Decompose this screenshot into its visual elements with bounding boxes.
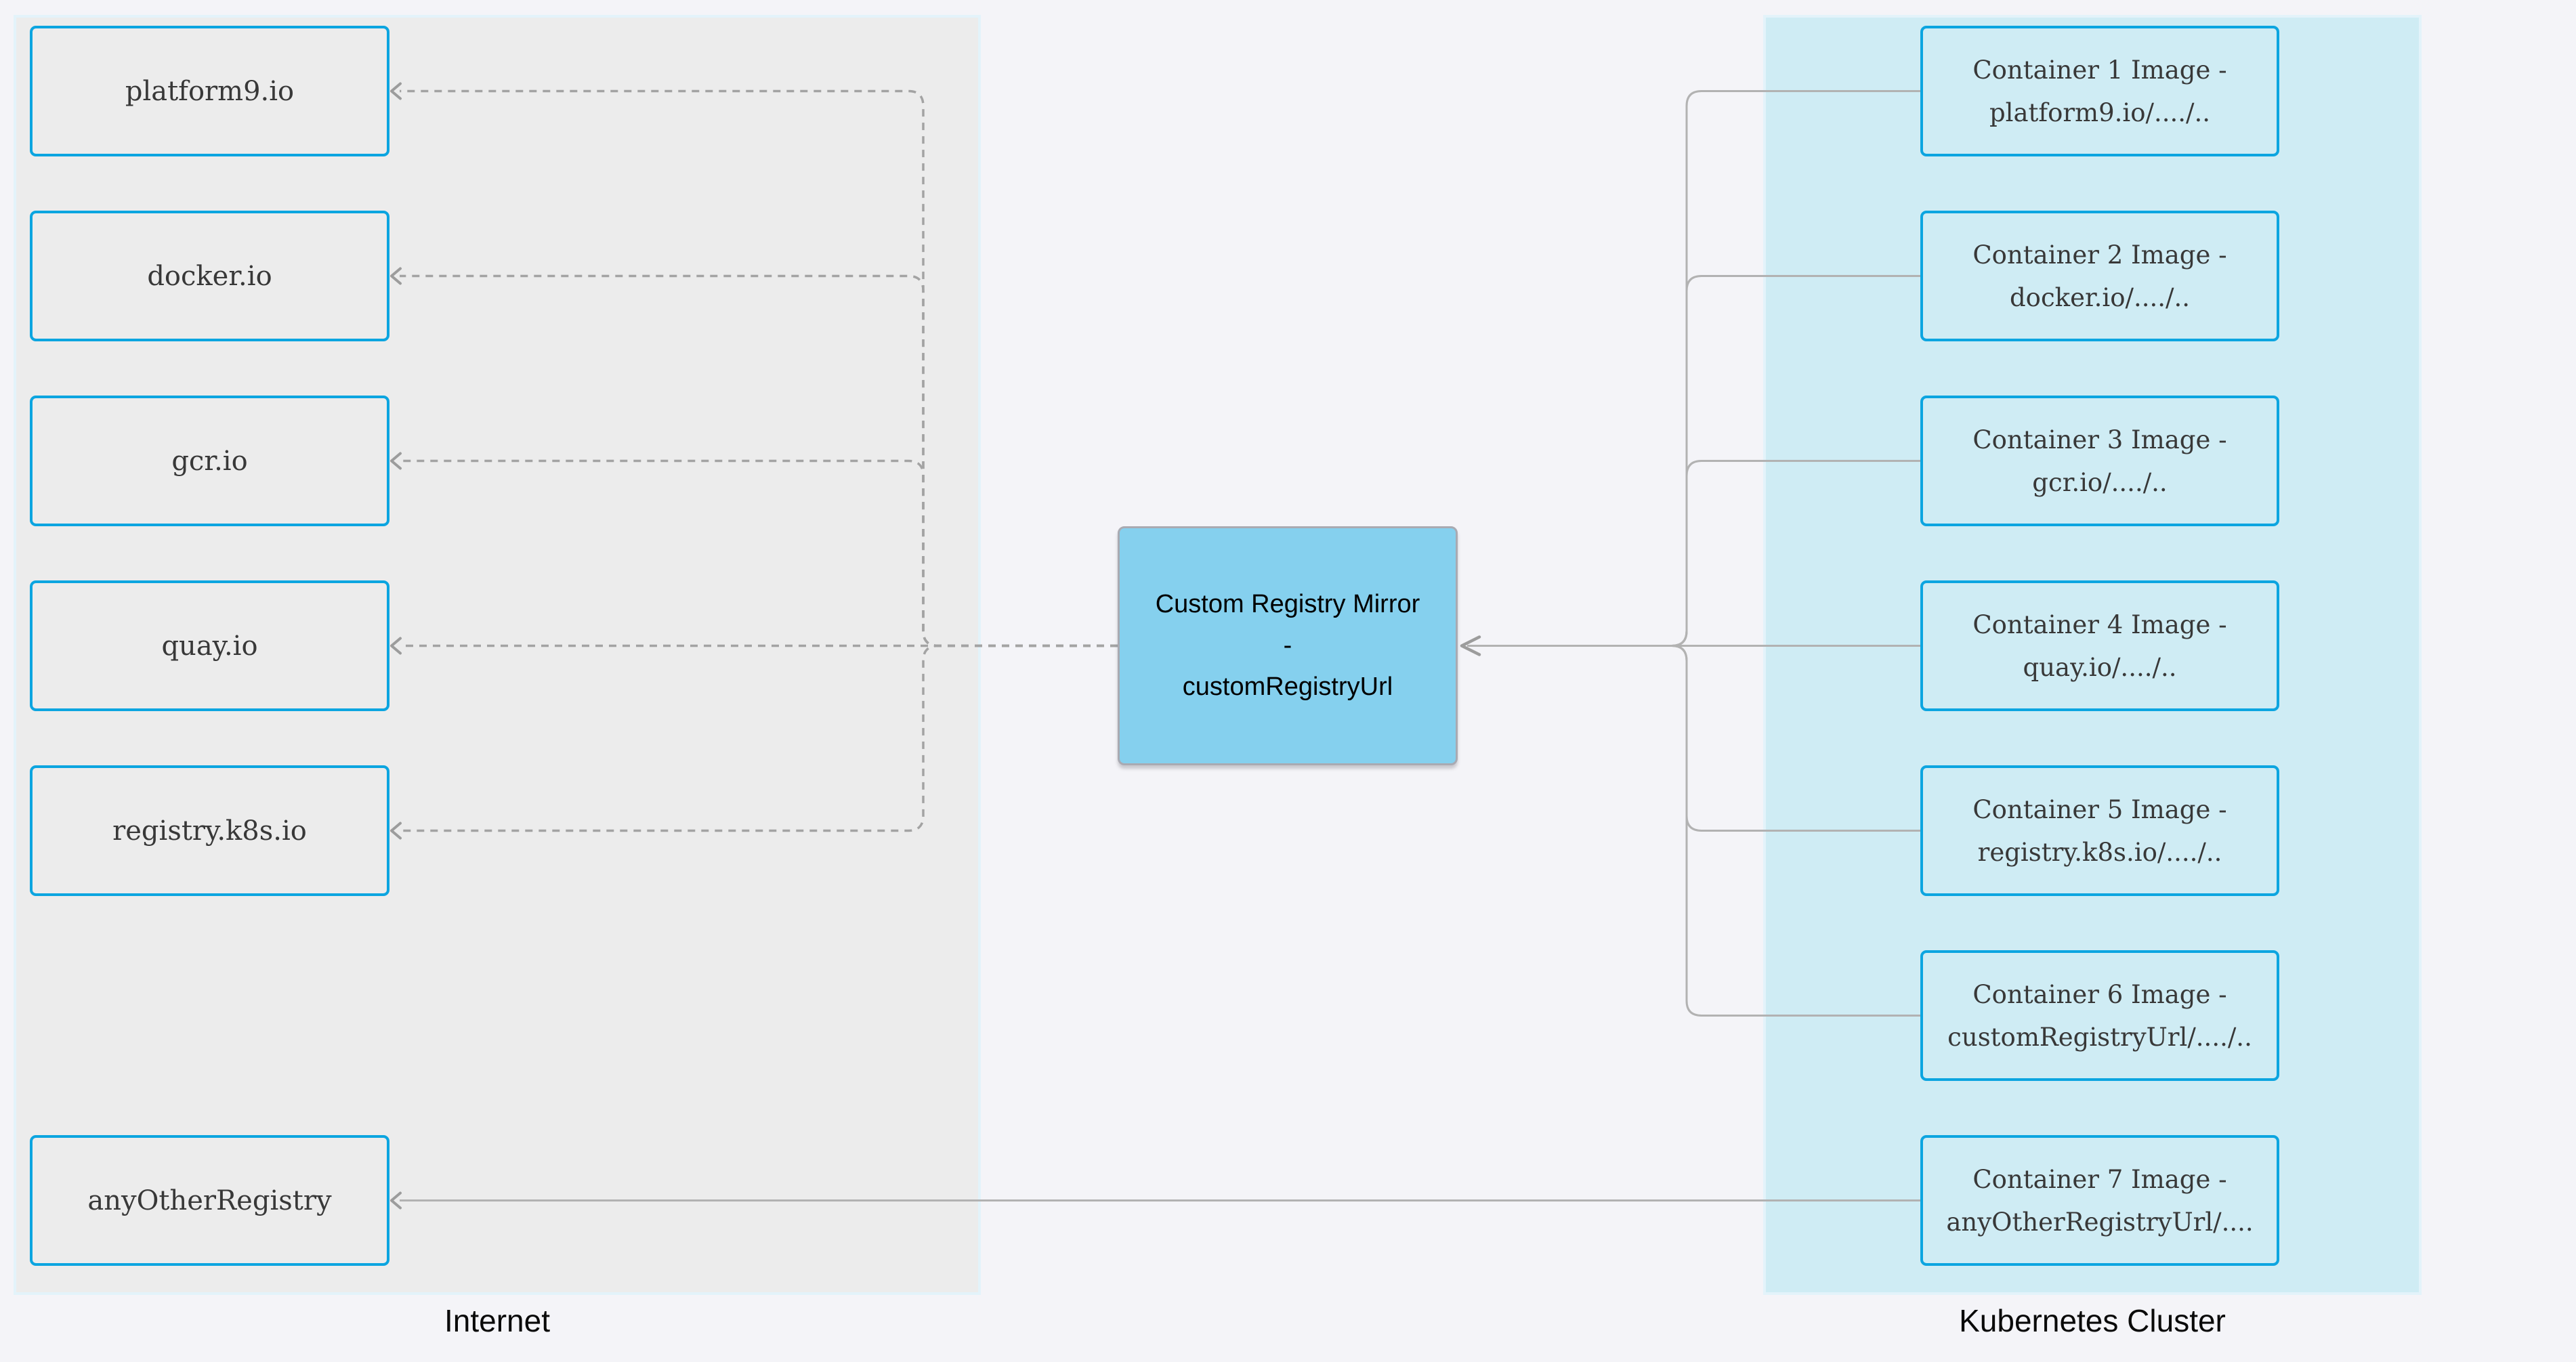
node-label: anyOtherRegistry <box>87 1185 332 1216</box>
mirror-label-line1: Custom Registry Mirror <box>1155 590 1420 618</box>
edge-mirror-to-docker <box>400 274 1118 647</box>
node-quay: quay.io <box>30 580 389 711</box>
edge-mirror-to-registry-k8s <box>400 644 1118 832</box>
arrowhead-platform9 <box>390 82 402 100</box>
edge-mirror-to-platform9 <box>400 89 1118 647</box>
arrowhead-any-other <box>390 1191 402 1210</box>
node-label: quay.io <box>161 630 258 662</box>
edge-container-3-to-mirror <box>1467 460 1920 647</box>
kubernetes-cluster-group-label: Kubernetes Cluster <box>1959 1303 2226 1338</box>
edge-mirror-to-gcr <box>400 459 1118 647</box>
node-container-6: Container 6 Image - customRegistryUrl/...… <box>1920 950 2279 1081</box>
node-container-2: Container 2 Image - docker.io/..../.. <box>1920 211 2279 341</box>
node-label: registry.k8s.io <box>112 815 307 847</box>
node-container-5: Container 5 Image - registry.k8s.io/..../… <box>1920 765 2279 896</box>
node-container-4: Container 4 Image - quay.io/..../.. <box>1920 580 2279 711</box>
node-gcr: gcr.io <box>30 396 389 526</box>
node-custom-registry-mirror: Custom Registry Mirror - customRegistryU… <box>1118 526 1458 765</box>
node-docker: docker.io <box>30 211 389 341</box>
mirror-label-line2: - <box>1283 631 1292 660</box>
node-label-line1: Container 6 Image - <box>1972 979 2227 1009</box>
node-label-line2: anyOtherRegistryUrl/.... <box>1946 1207 2254 1237</box>
node-label-line2: docker.io/..../.. <box>2010 282 2190 312</box>
node-label: docker.io <box>147 260 272 292</box>
node-label-line2: gcr.io/..../.. <box>2032 467 2168 497</box>
node-label: platform9.io <box>125 75 295 107</box>
arrowhead-gcr <box>390 452 402 470</box>
node-label-line2: customRegistryUrl/..../.. <box>1947 1022 2252 1052</box>
node-label-line2: platform9.io/..../.. <box>1989 98 2211 127</box>
node-label-line1: Container 4 Image - <box>1972 610 2227 639</box>
node-label-line1: Container 2 Image - <box>1972 240 2227 270</box>
node-label-line1: Container 7 Image - <box>1972 1164 2227 1194</box>
node-registry-k8s: registry.k8s.io <box>30 765 389 896</box>
node-label-line1: Container 1 Image - <box>1972 55 2227 85</box>
edge-container-5-to-mirror <box>1467 645 1920 832</box>
node-container-3: Container 3 Image - gcr.io/..../.. <box>1920 396 2279 526</box>
node-container-1: Container 1 Image - platform9.io/..../.. <box>1920 26 2279 156</box>
node-label-line2: quay.io/..../.. <box>2023 652 2177 682</box>
mirror-label-line3: customRegistryUrl <box>1182 673 1393 701</box>
edge-container-6-to-mirror <box>1467 645 1920 1017</box>
edge-container-1-to-mirror <box>1467 90 1920 647</box>
node-label-line1: Container 3 Image - <box>1972 425 2227 454</box>
node-label: gcr.io <box>171 445 248 477</box>
node-platform9: platform9.io <box>30 26 389 156</box>
internet-group-label: Internet <box>444 1303 550 1338</box>
arrowhead-mirror <box>1460 635 1481 656</box>
node-label-line2: registry.k8s.io/..../.. <box>1977 837 2222 867</box>
arrowhead-docker <box>390 267 402 285</box>
node-container-7: Container 7 Image - anyOtherRegistryUrl/.… <box>1920 1135 2279 1266</box>
arrowhead-quay <box>390 637 402 655</box>
node-label-line1: Container 5 Image - <box>1972 794 2227 824</box>
arrowhead-registry-k8s <box>390 822 402 840</box>
node-any-other: anyOtherRegistry <box>30 1135 389 1266</box>
